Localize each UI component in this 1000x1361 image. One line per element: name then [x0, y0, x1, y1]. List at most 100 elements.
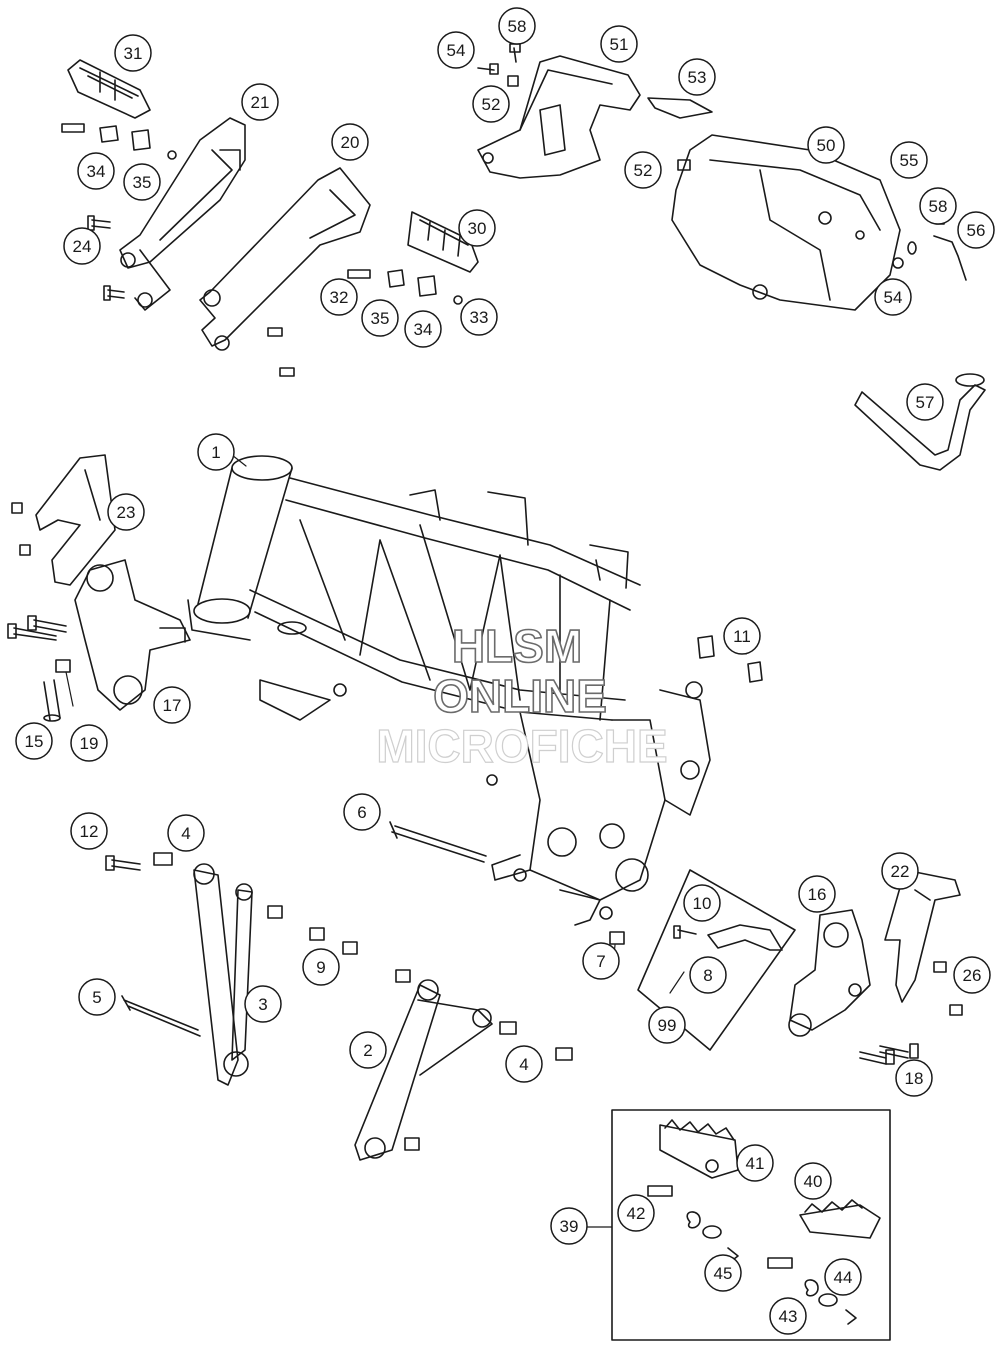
callout-circle — [70, 724, 108, 762]
callout-circle — [807, 126, 845, 164]
callout-number: 11 — [733, 627, 751, 646]
callout-number: 31 — [124, 44, 143, 63]
callout-number: 43 — [779, 1307, 798, 1326]
callout-34: 34 — [404, 310, 442, 348]
callout-number: 12 — [80, 822, 99, 841]
watermark-line-3: MICROFICHE — [376, 720, 667, 772]
callout-18: 18 — [895, 1059, 933, 1097]
callout-circle — [957, 211, 995, 249]
callout-circle — [678, 58, 716, 96]
handle-57-drawing — [854, 373, 986, 471]
bolt-5-drawing — [121, 995, 201, 1037]
callout-45: 45 — [704, 1254, 742, 1292]
callout-number: 23 — [117, 503, 136, 522]
callout-number: 26 — [963, 966, 982, 985]
hardware-drawing — [7, 43, 967, 1325]
callout-number: 40 — [804, 1172, 823, 1191]
callout-circle — [349, 1031, 387, 1069]
callouts-layer: 1234456789101112151617181920212223242630… — [15, 7, 995, 1335]
callout-circle — [582, 942, 620, 980]
callout-circle — [331, 123, 369, 161]
callout-12: 12 — [70, 812, 108, 850]
callout-number: 1 — [211, 443, 220, 462]
callout-33: 33 — [460, 298, 498, 336]
callout-number: 52 — [634, 161, 653, 180]
callout-circle — [505, 1045, 543, 1083]
callout-circle — [320, 278, 358, 316]
callout-circle — [107, 493, 145, 531]
callout-circle — [361, 299, 399, 337]
callout-number: 18 — [905, 1069, 924, 1088]
callout-number: 57 — [916, 393, 935, 412]
callout-56: 56 — [957, 211, 995, 249]
callout-circle — [953, 956, 991, 994]
callout-circle — [794, 1162, 832, 1200]
callout-circle — [437, 31, 475, 69]
bolt-6-drawing — [389, 821, 487, 863]
callout-52: 52 — [624, 151, 662, 189]
callout-42: 42 — [617, 1194, 655, 1232]
callout-circle — [890, 141, 928, 179]
callout-39: 39 — [550, 1207, 588, 1245]
callout-19: 19 — [70, 724, 108, 762]
callout-circle — [769, 1297, 807, 1335]
callout-51: 51 — [600, 25, 638, 63]
callout-57: 57 — [906, 383, 944, 421]
callout-31: 31 — [114, 34, 152, 72]
callout-10: 10 — [683, 884, 721, 922]
callout-35: 35 — [123, 163, 161, 201]
callout-52: 52 — [472, 85, 510, 123]
callout-circle — [895, 1059, 933, 1097]
callout-number: 8 — [703, 966, 712, 985]
callout-4: 4 — [167, 814, 205, 852]
callout-number: 4 — [181, 824, 190, 843]
callout-number: 34 — [414, 320, 433, 339]
callout-circle — [798, 875, 836, 913]
callout-number: 56 — [967, 221, 986, 240]
callout-1: 1 — [197, 433, 235, 471]
callout-number: 15 — [25, 732, 44, 751]
callout-number: 21 — [251, 93, 270, 112]
callout-number: 24 — [73, 237, 92, 256]
callout-number: 5 — [92, 988, 101, 1007]
callout-circle — [919, 187, 957, 225]
callout-6: 6 — [343, 793, 381, 831]
callout-44: 44 — [824, 1258, 862, 1296]
callout-circle — [689, 956, 727, 994]
callout-circle — [153, 686, 191, 724]
callout-32: 32 — [320, 278, 358, 316]
callout-3: 3 — [244, 985, 282, 1023]
callout-circle — [241, 83, 279, 121]
callout-circle — [244, 985, 282, 1023]
callout-circle — [683, 884, 721, 922]
callout-circle — [167, 814, 205, 852]
callout-99: 99 — [648, 1006, 686, 1044]
callout-circle — [736, 1144, 774, 1182]
callout-43: 43 — [769, 1297, 807, 1335]
callout-circle — [123, 163, 161, 201]
callout-circle — [77, 152, 115, 190]
callout-5: 5 — [78, 978, 116, 1016]
callout-circle — [63, 227, 101, 265]
callout-11: 11 — [723, 617, 761, 655]
callout-21: 21 — [241, 83, 279, 121]
callout-50: 50 — [807, 126, 845, 164]
callout-2: 2 — [349, 1031, 387, 1069]
callout-circle — [723, 617, 761, 655]
callout-number: 50 — [817, 136, 836, 155]
callout-17: 17 — [153, 686, 191, 724]
callout-circle — [458, 209, 496, 247]
callout-number: 7 — [596, 952, 605, 971]
callout-22: 22 — [881, 852, 919, 890]
callout-circle — [472, 85, 510, 123]
callout-number: 4 — [519, 1055, 528, 1074]
callout-circle — [704, 1254, 742, 1292]
callout-number: 2 — [363, 1041, 372, 1060]
callout-41: 41 — [736, 1144, 774, 1182]
frame-drawing — [187, 455, 711, 926]
callout-58: 58 — [498, 7, 536, 45]
callout-26: 26 — [953, 956, 991, 994]
callout-circle — [404, 310, 442, 348]
callout-number: 41 — [746, 1154, 765, 1173]
